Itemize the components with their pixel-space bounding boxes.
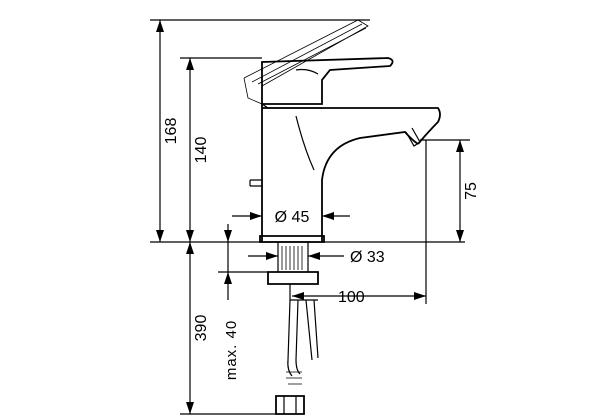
dim-140: 140 xyxy=(180,57,262,242)
dim-100: 100 xyxy=(292,140,427,306)
dim-diameter-33: Ø 33 xyxy=(248,249,385,266)
dim-diameter-33-label: Ø 33 xyxy=(350,249,385,266)
dim-diameter-45-label: Ø 45 xyxy=(275,209,310,226)
dim-100-label: 100 xyxy=(338,289,365,306)
dim-168-label: 168 xyxy=(163,118,180,145)
dim-390: 390 xyxy=(180,242,276,415)
dim-max-40-label: max. 40 xyxy=(223,320,240,380)
dim-75: 75 xyxy=(420,139,480,242)
dim-diameter-45: Ø 45 xyxy=(232,209,350,226)
dim-75-label: 75 xyxy=(463,182,480,200)
dim-390-label: 390 xyxy=(193,315,210,342)
dim-140-label: 140 xyxy=(193,137,210,164)
dim-max-40: max. 40 xyxy=(218,224,268,380)
dim-168: 168 xyxy=(150,19,370,242)
shank-and-hoses xyxy=(267,242,319,415)
faucet-body xyxy=(243,19,441,243)
